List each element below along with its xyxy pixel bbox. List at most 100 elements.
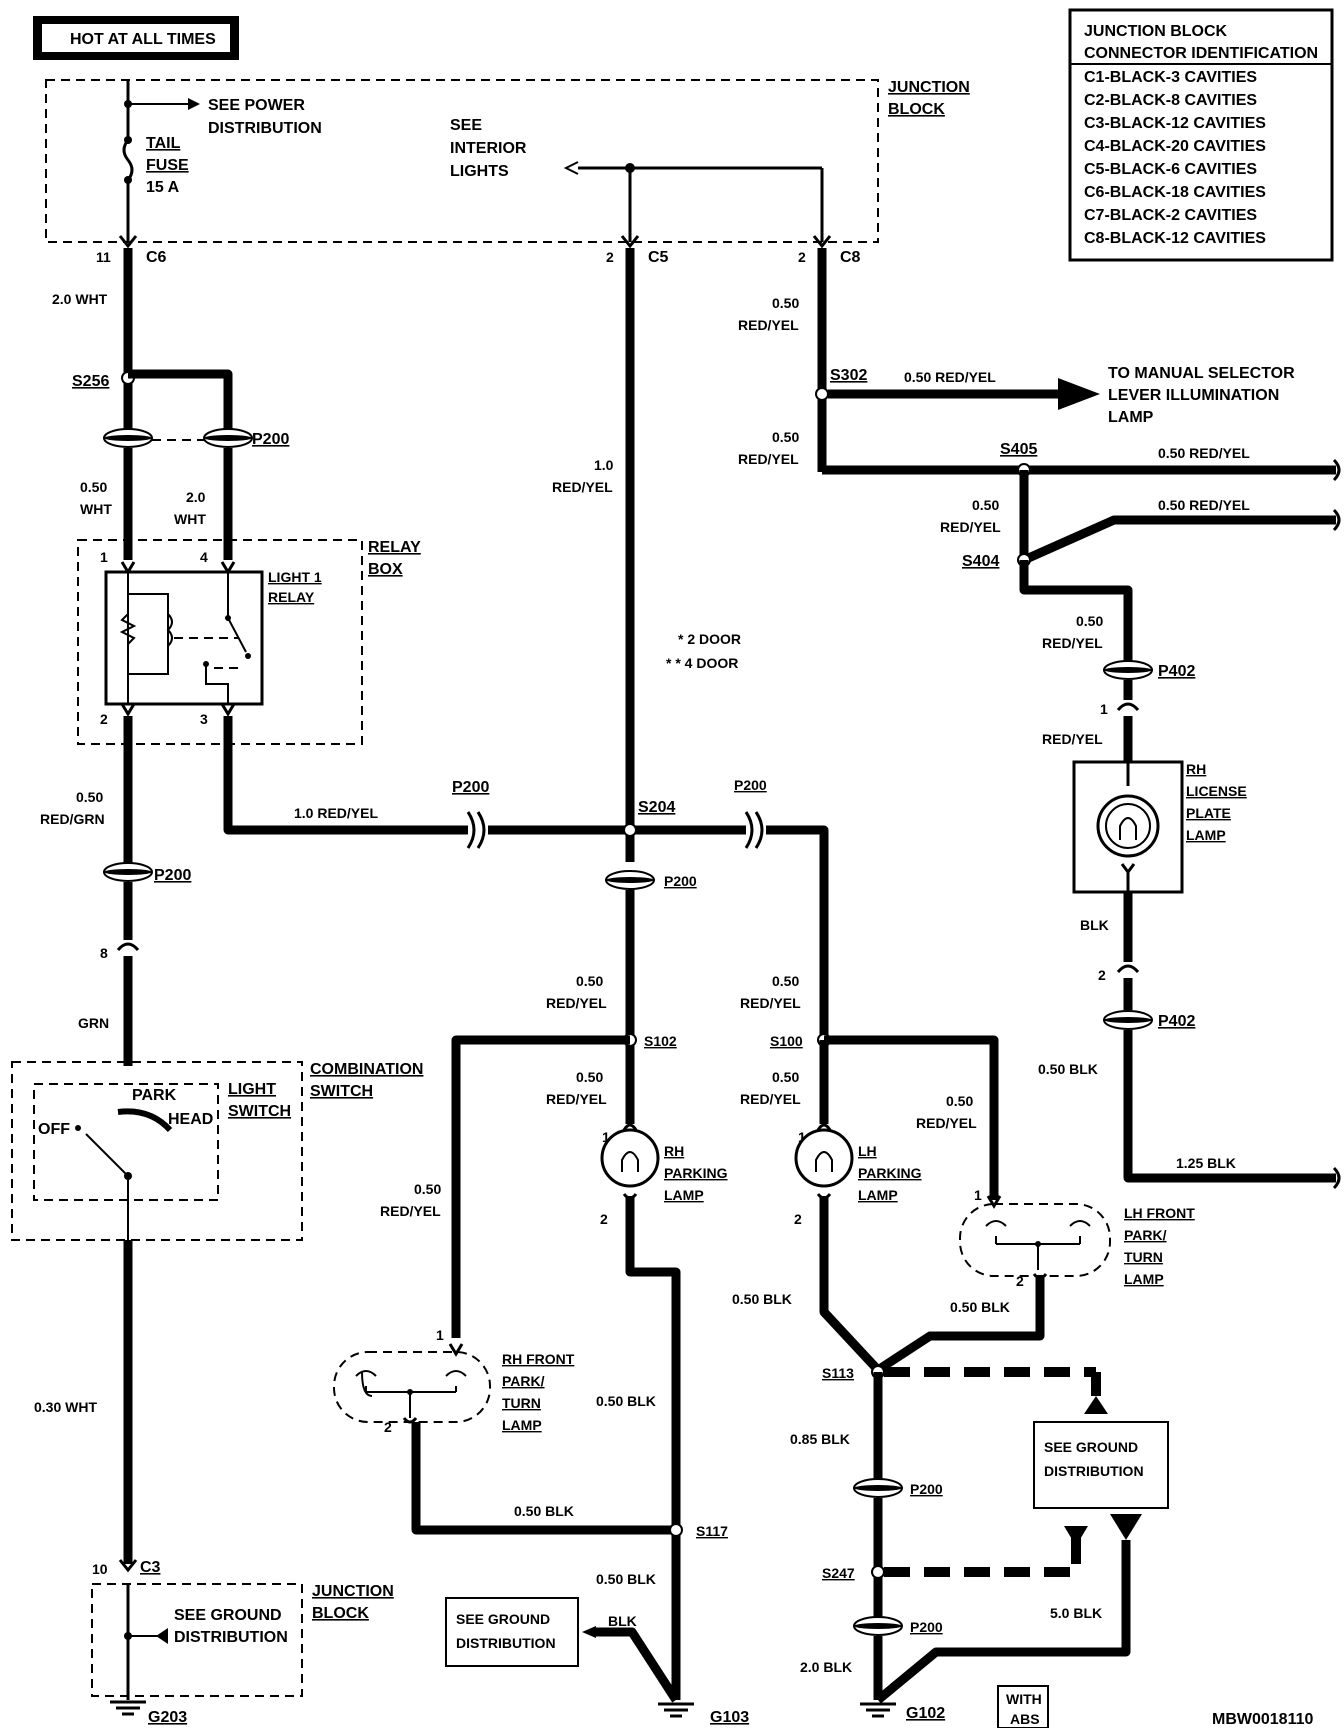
svg-text:0.50 BLK: 0.50 BLK [596,1571,656,1587]
svg-text:TURN: TURN [502,1395,541,1411]
svg-text:LH FRONT: LH FRONT [1124,1205,1195,1221]
hot-at-all-times-banner: HOT AT ALL TIMES [33,16,239,60]
splice-s204 [623,823,637,837]
svg-text:G102: G102 [906,1705,945,1722]
rh-parking-lamp [600,1128,660,1188]
svg-text:ABS: ABS [1010,1711,1040,1727]
see-interior-3: LIGHTS [450,163,509,180]
svg-text:1.25 BLK: 1.25 BLK [1176,1155,1236,1171]
svg-text:1: 1 [974,1187,982,1203]
svg-text:LAMP: LAMP [664,1187,704,1203]
svg-text:C3: C3 [140,1559,161,1576]
svg-text:BLK: BLK [1080,917,1109,933]
svg-text:S404: S404 [962,553,999,570]
connector-p200: P200 [103,862,191,884]
svg-text:2: 2 [1016,1273,1024,1289]
svg-text:P200: P200 [664,873,697,889]
connector-p200: P200 [452,779,489,849]
svg-text:PARKING: PARKING [858,1165,922,1181]
svg-text:HEAD: HEAD [168,1111,213,1128]
svg-text:0.50: 0.50 [772,429,799,445]
connector-c8: 2 C8 [798,235,861,266]
svg-text:2: 2 [600,1211,608,1227]
splice-s302 [815,387,829,401]
svg-text:0.85 BLK: 0.85 BLK [790,1431,850,1447]
see-power-1: SEE POWER [208,97,305,114]
svg-text:* 2 DOOR: * 2 DOOR [678,631,741,647]
see-interior-1: SEE [450,117,482,134]
svg-text:S302: S302 [830,367,867,384]
svg-text:SEE GROUND: SEE GROUND [456,1611,550,1627]
tail-label: TAIL [146,135,181,152]
svg-text:2.0: 2.0 [186,489,206,505]
see-ground-left [445,1597,579,1667]
svg-text:1: 1 [602,1129,610,1145]
svg-text:RED/YEL: RED/YEL [1042,635,1103,651]
svg-text:JUNCTION: JUNCTION [312,1583,394,1600]
svg-text:C5: C5 [648,249,669,266]
svg-text:COMBINATION: COMBINATION [310,1061,423,1078]
svg-text:0.50: 0.50 [946,1093,973,1109]
connector-p200: P200 [853,1616,943,1636]
svg-text:S204: S204 [638,799,675,816]
block-label: BLOCK [888,101,945,118]
svg-text:P200: P200 [154,867,191,884]
svg-text:LAMP: LAMP [1108,409,1154,426]
svg-text:10: 10 [92,1561,108,1577]
svg-text:RED/YEL: RED/YEL [380,1203,441,1219]
see-ground-right [1033,1421,1169,1509]
svg-text:WHT: WHT [174,511,206,527]
svg-text:RED/YEL: RED/YEL [738,317,799,333]
svg-text:2: 2 [1098,967,1106,983]
svg-text:P200: P200 [452,779,489,796]
svg-text:0.50 BLK: 0.50 BLK [1038,1061,1098,1077]
rh-front-park-turn-lamp [333,1351,491,1423]
switch-contact-icon [75,1108,173,1240]
svg-text:RED/YEL: RED/YEL [740,1091,801,1107]
connector-c5: 2 C5 [606,235,669,266]
svg-text:PARK/: PARK/ [502,1373,545,1389]
svg-text:SEE GROUND: SEE GROUND [1044,1439,1138,1455]
svg-text:OFF: OFF [38,1121,70,1138]
svg-text:0.50: 0.50 [772,973,799,989]
svg-text:TURN: TURN [1124,1249,1163,1265]
ground-icon [110,1700,146,1716]
svg-text:C6: C6 [146,249,167,266]
svg-text:0.50 BLK: 0.50 BLK [596,1393,656,1409]
svg-text:0.50 RED/YEL: 0.50 RED/YEL [1158,445,1250,461]
with-abs-box [997,1685,1049,1728]
figure-id: MBW0018110 [1212,1711,1313,1728]
svg-text:2.0 BLK: 2.0 BLK [800,1659,852,1675]
relay-coil-icon [119,572,173,704]
svg-text:2: 2 [794,1211,802,1227]
bulb-icon [355,1370,467,1418]
svg-text:11: 11 [96,249,111,265]
svg-text:S256: S256 [72,373,109,390]
svg-text:0.50 BLK: 0.50 BLK [950,1299,1010,1315]
svg-text:LEVER ILLUMINATION: LEVER ILLUMINATION [1108,387,1279,404]
connector-c6: 11 C6 [96,235,167,266]
fuse-label: FUSE [146,157,189,174]
svg-text:P402: P402 [1158,663,1195,680]
svg-text:RED/YEL: RED/YEL [940,519,1001,535]
svg-text:0.50 RED/YEL: 0.50 RED/YEL [1158,497,1250,513]
svg-text:DISTRIBUTION: DISTRIBUTION [1044,1463,1144,1479]
svg-text:RELAY: RELAY [268,589,315,605]
ground-icon [860,1702,896,1718]
svg-text:0.50: 0.50 [772,295,799,311]
lh-front-park-turn-lamp [959,1203,1111,1277]
svg-text:LAMP: LAMP [1124,1271,1164,1287]
svg-text:PARK: PARK [132,1087,177,1104]
svg-text:0.50: 0.50 [772,1069,799,1085]
legend-row: C5-BLACK-6 CAVITIES [1084,161,1257,178]
svg-text:PARK/: PARK/ [1124,1227,1167,1243]
svg-text:RH FRONT: RH FRONT [502,1351,575,1367]
svg-text:GRN: GRN [78,1015,109,1031]
svg-text:BLK: BLK [608,1613,637,1629]
legend-title-2: CONNECTOR IDENTIFICATION [1084,45,1318,62]
relay-contact-icon [174,572,251,704]
legend-row: C3-BLACK-12 CAVITIES [1084,115,1266,132]
legend-row: C1-BLACK-3 CAVITIES [1084,69,1257,86]
svg-text:DISTRIBUTION: DISTRIBUTION [456,1635,556,1651]
hot-label: HOT AT ALL TIMES [70,31,216,48]
